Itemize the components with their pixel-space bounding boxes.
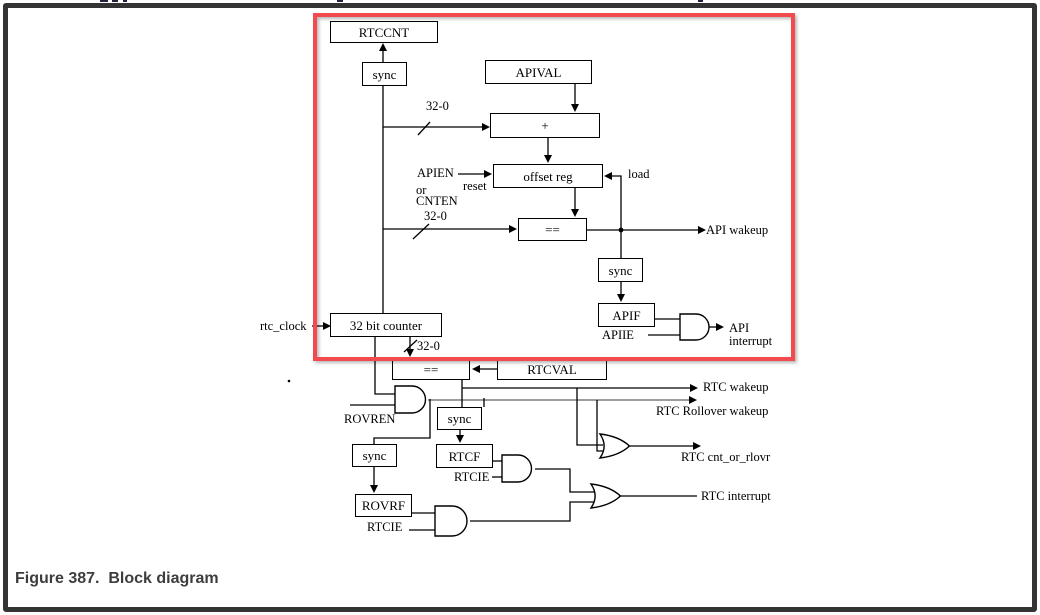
label-bus-width-adder: 32-0 bbox=[426, 99, 449, 113]
block-sync-top: sync bbox=[362, 62, 407, 86]
stray-dot bbox=[287, 379, 291, 383]
label-bus-width-counter: 32-0 bbox=[417, 339, 440, 353]
bus-slash-eq bbox=[412, 223, 430, 240]
block-rtcval: RTCVAL bbox=[497, 358, 607, 380]
wire-and-to-sync bbox=[373, 399, 431, 445]
arrowhead-load bbox=[604, 172, 612, 180]
crop-artifact bbox=[100, 0, 108, 2]
bus-slash-counter bbox=[403, 339, 418, 353]
arrowhead-reset bbox=[484, 170, 492, 178]
block-offset-reg: offset reg bbox=[493, 164, 603, 188]
label-apien: APIEN bbox=[417, 166, 454, 180]
label-cnten: CNTEN bbox=[416, 194, 458, 208]
wire-load bbox=[611, 175, 622, 258]
label-rtc-clock: rtc_clock bbox=[260, 319, 307, 333]
label-api-interrupt-line2: interrupt bbox=[729, 334, 773, 348]
block-eq-api: == bbox=[518, 218, 587, 241]
and-gate-rovren bbox=[394, 385, 427, 414]
arrowhead-sync-rtcf bbox=[456, 435, 464, 443]
block-sync-rovrf: sync bbox=[352, 444, 397, 467]
arrowhead-rtcval-eq bbox=[472, 365, 480, 373]
label-api-interrupt-line1: API bbox=[729, 321, 750, 335]
bus-slash-adder bbox=[417, 121, 431, 136]
crop-artifact bbox=[337, 0, 343, 2]
label-bus-width-eq: 32-0 bbox=[424, 209, 447, 223]
block-rovrf: ROVRF bbox=[355, 494, 412, 517]
label-rtcie-top: RTCIE bbox=[454, 470, 490, 484]
figure-caption: Figure 387. Block diagram bbox=[15, 570, 219, 587]
block-apival: APIVAL bbox=[485, 60, 592, 84]
label-rtc-rollover-wakeup: RTC Rollover wakeup bbox=[656, 404, 769, 418]
arrowhead-adder-offsetreg bbox=[544, 155, 552, 163]
block-sync-api: sync bbox=[598, 258, 643, 282]
wire-and3-to-or bbox=[470, 501, 598, 522]
arrowhead-counter-eq bbox=[406, 349, 414, 357]
wire-counter-to-and bbox=[374, 337, 396, 395]
arrowhead-sync-apif bbox=[617, 294, 625, 302]
junction-dot bbox=[618, 227, 624, 233]
label-rtc-wakeup: RTC wakeup bbox=[703, 380, 769, 394]
block-sync-rtcf: sync bbox=[437, 407, 482, 430]
block-eq-rtc: == bbox=[392, 358, 470, 380]
arrowhead-rtc-wakeup bbox=[690, 384, 698, 392]
block-adder: + bbox=[490, 113, 600, 138]
arrowhead-api-interrupt bbox=[716, 323, 724, 331]
label-api-wakeup: API wakeup bbox=[706, 223, 769, 237]
block-rtccnt: RTCCNT bbox=[330, 21, 438, 43]
arrowhead-sync-rovrf bbox=[370, 485, 378, 493]
arrowhead-offsetreg-eq bbox=[571, 209, 579, 217]
wire-tap-wakeup bbox=[576, 388, 603, 446]
and-gate-rovrf bbox=[434, 505, 468, 537]
arrowhead-rtc-clock bbox=[323, 322, 331, 330]
crop-artifact bbox=[112, 0, 118, 2]
block-apif: APIF bbox=[598, 303, 655, 327]
crop-artifact bbox=[123, 0, 127, 2]
label-rtc-interrupt: RTC interrupt bbox=[701, 489, 771, 503]
or-gate-rtc-interrupt bbox=[589, 483, 622, 509]
wire-tap-rollover bbox=[596, 400, 603, 452]
crop-artifact bbox=[698, 0, 703, 2]
or-gate-cnt-or-rlovr bbox=[598, 433, 631, 459]
and-gate-api-interrupt bbox=[679, 313, 710, 341]
arrowhead-apival-adder bbox=[571, 104, 579, 112]
arrowhead-into-rtccnt bbox=[379, 43, 387, 51]
wire-and2-to-or bbox=[535, 468, 598, 493]
arrowhead-rtc-rollover bbox=[689, 396, 697, 404]
block-rtcf: RTCF bbox=[436, 444, 493, 468]
and-gate-rtcf bbox=[501, 454, 533, 483]
label-reset: reset bbox=[463, 179, 487, 193]
arrowhead-into-adder bbox=[482, 123, 490, 131]
arrowhead-api-wakeup bbox=[698, 226, 706, 234]
label-load: load bbox=[628, 167, 650, 181]
label-apiie: APIIE bbox=[602, 328, 634, 342]
arrowhead-bus-eq bbox=[509, 225, 517, 233]
block-counter: 32 bit counter bbox=[330, 313, 442, 337]
label-rtc-cnt-or-rlovr: RTC cnt_or_rlovr bbox=[681, 450, 771, 464]
label-rovren: ROVREN bbox=[344, 412, 396, 426]
label-or: or bbox=[416, 183, 427, 197]
arrowhead-cnt-or-rlovr bbox=[693, 442, 701, 450]
label-rtcie-bottom: RTCIE bbox=[367, 520, 403, 534]
